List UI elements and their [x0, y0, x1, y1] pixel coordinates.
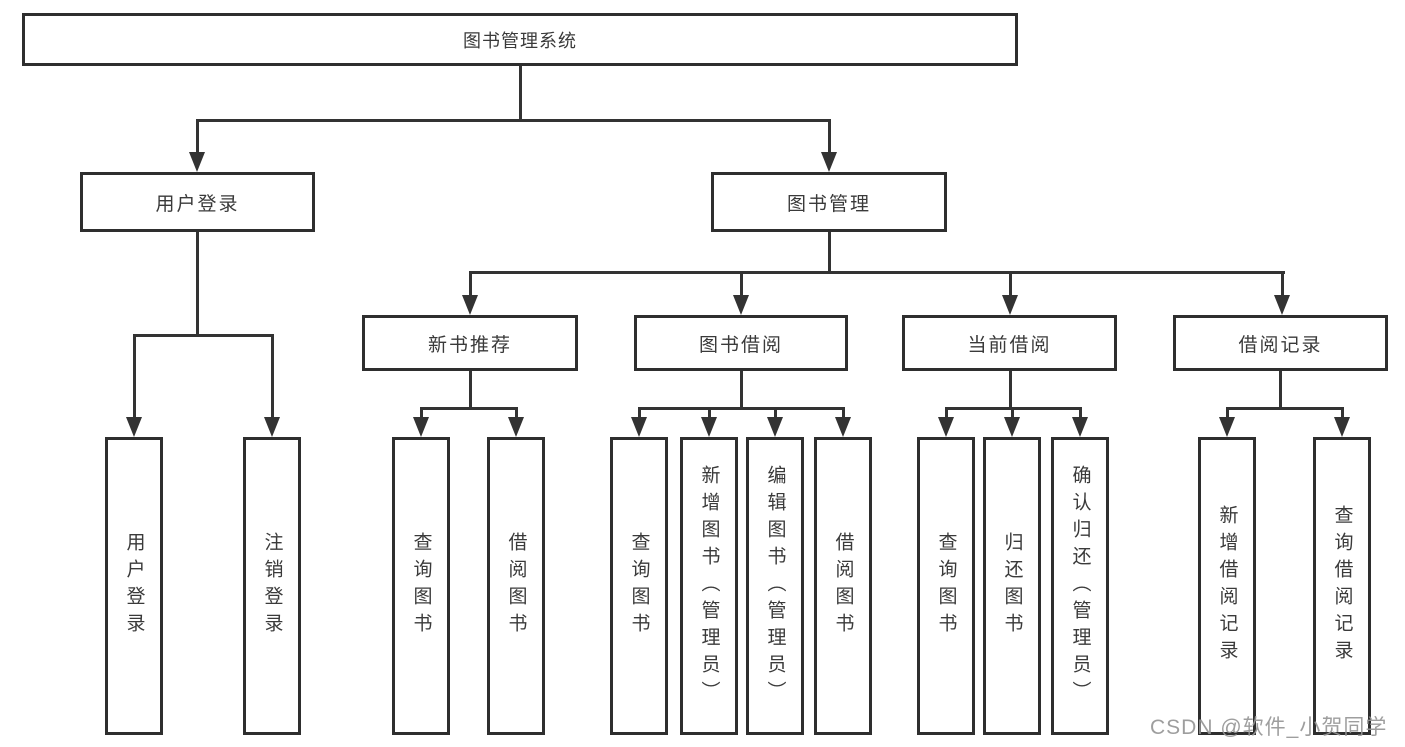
arrow-down	[767, 417, 783, 437]
leaf-label: 查询图书	[935, 532, 957, 640]
leaf-label: 新增借阅记录	[1216, 505, 1238, 667]
node-label: 图书管理	[786, 193, 871, 215]
arrow-down	[821, 152, 837, 172]
leaf-label: 归还图书	[1001, 532, 1023, 640]
node-user-login: 用户登录	[80, 172, 315, 232]
arrow-down	[508, 417, 524, 437]
connector-line	[1341, 407, 1344, 421]
leaf-bb-query-books: 查询图书	[610, 437, 668, 735]
watermark: CSDN @软件_小贺同学	[1150, 716, 1388, 739]
leaf-bb-edit-books-admin: 编辑图书（管理员）	[746, 437, 804, 735]
connector-line	[1279, 371, 1282, 408]
arrow-down	[1334, 417, 1350, 437]
arrow-down	[835, 417, 851, 437]
leaf-bb-add-books-admin: 新增图书（管理员）	[680, 437, 738, 735]
node-label: 图书借阅	[698, 334, 783, 356]
arrow-down	[1274, 295, 1290, 315]
node-label: 借阅记录	[1238, 334, 1323, 356]
leaf-nbr-query-books: 查询图书	[392, 437, 450, 735]
node-label: 图书管理系统	[463, 30, 577, 51]
connector-line	[469, 371, 472, 408]
connector-line	[945, 407, 948, 421]
connector-line	[828, 232, 831, 272]
leaf-label: 用户登录	[123, 532, 145, 640]
arrow-down	[938, 417, 954, 437]
leaf-label: 查询图书	[628, 532, 650, 640]
arrow-down	[264, 417, 280, 437]
connector-line	[133, 334, 274, 337]
connector-line	[515, 407, 518, 421]
leaf-logout-login: 注销登录	[243, 437, 301, 735]
connector-line	[740, 371, 743, 408]
node-borrowing-records: 借阅记录	[1173, 315, 1388, 371]
connector-line	[469, 271, 472, 297]
leaf-label: 注销登录	[261, 532, 283, 640]
leaf-label: 借阅图书	[505, 532, 527, 640]
connector-line	[519, 66, 522, 120]
leaf-bb-borrow-books: 借阅图书	[814, 437, 872, 735]
leaf-cb-query-books: 查询图书	[917, 437, 975, 735]
arrow-down	[126, 417, 142, 437]
connector-line	[842, 407, 845, 421]
connector-line	[708, 407, 711, 421]
arrow-down	[701, 417, 717, 437]
leaf-br-query-record: 查询借阅记录	[1313, 437, 1371, 735]
leaf-nbr-borrow-books: 借阅图书	[487, 437, 545, 735]
node-label: 用户登录	[155, 193, 240, 215]
arrow-down	[1219, 417, 1235, 437]
connector-line	[1079, 407, 1082, 421]
leaf-label: 查询借阅记录	[1331, 505, 1353, 667]
connector-line	[1009, 371, 1012, 408]
arrow-down	[1004, 417, 1020, 437]
arrow-down	[733, 295, 749, 315]
connector-line	[1281, 271, 1284, 297]
connector-line	[1009, 271, 1012, 297]
leaf-user-login: 用户登录	[105, 437, 163, 735]
node-library-management-system: 图书管理系统	[22, 13, 1018, 66]
leaf-label: 编辑图书（管理员）	[764, 464, 786, 708]
arrow-down	[462, 295, 478, 315]
connector-line	[133, 334, 136, 417]
leaf-label: 查询图书	[410, 532, 432, 640]
leaf-label: 确认归还（管理员）	[1069, 464, 1091, 708]
node-new-book-recommend: 新书推荐	[362, 315, 578, 371]
connector-line	[469, 271, 1285, 274]
connector-line	[1226, 407, 1344, 410]
connector-line	[271, 334, 274, 417]
leaf-label: 借阅图书	[832, 532, 854, 640]
connector-line	[196, 119, 199, 154]
node-label: 新书推荐	[427, 334, 512, 356]
node-book-borrowing: 图书借阅	[634, 315, 848, 371]
node-book-management: 图书管理	[711, 172, 947, 232]
connector-line	[1011, 407, 1014, 421]
leaf-br-add-record: 新增借阅记录	[1198, 437, 1256, 735]
connector-line	[774, 407, 777, 421]
node-label: 当前借阅	[967, 334, 1052, 356]
connector-line	[420, 407, 518, 410]
connector-line	[740, 271, 743, 297]
connector-line	[638, 407, 845, 410]
connector-line	[1226, 407, 1229, 421]
connector-line	[420, 407, 423, 421]
arrow-down	[413, 417, 429, 437]
connector-line	[828, 119, 831, 154]
leaf-cb-confirm-return-admin: 确认归还（管理员）	[1051, 437, 1109, 735]
arrow-down	[1072, 417, 1088, 437]
leaf-label: 新增图书（管理员）	[698, 464, 720, 708]
node-current-borrowing: 当前借阅	[902, 315, 1117, 371]
connector-line	[638, 407, 641, 421]
connector-line	[196, 119, 831, 122]
leaf-cb-return-books: 归还图书	[983, 437, 1041, 735]
arrow-down	[189, 152, 205, 172]
arrow-down	[1002, 295, 1018, 315]
connector-line	[196, 232, 199, 335]
arrow-down	[631, 417, 647, 437]
